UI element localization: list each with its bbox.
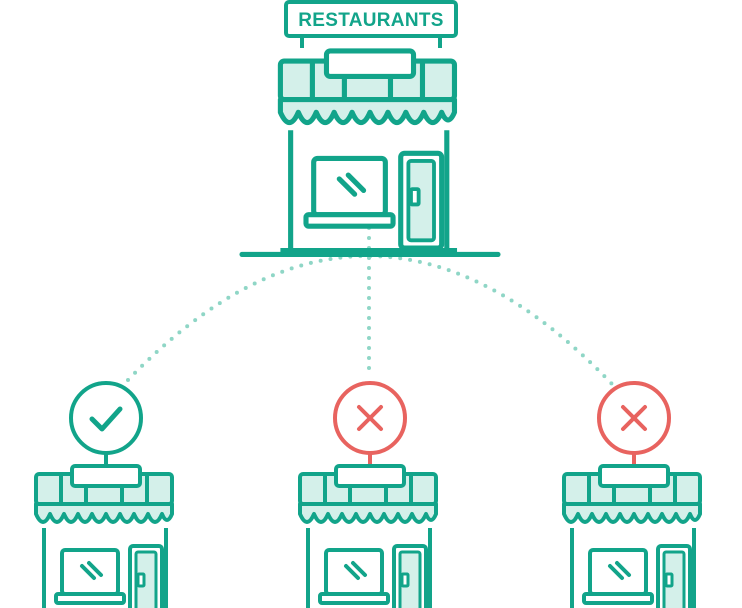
connector-arc [126, 254, 614, 386]
branch-restaurant [4, 381, 208, 608]
branch-storefront-icon [268, 464, 472, 608]
cross-icon [357, 405, 383, 431]
branch-restaurant [532, 381, 736, 608]
cross-icon [621, 405, 647, 431]
branch-restaurant [268, 381, 472, 608]
approved-badge [69, 381, 143, 455]
branch-storefront-icon [4, 464, 208, 608]
main-storefront-icon [242, 51, 498, 255]
restaurants-sign-label: RESTAURANTS [298, 10, 443, 31]
restaurants-sign-board [284, 0, 458, 38]
branch-storefront-icon [532, 464, 736, 608]
main-restaurant: RESTAURANTS [242, 0, 498, 255]
check-icon [89, 406, 123, 432]
